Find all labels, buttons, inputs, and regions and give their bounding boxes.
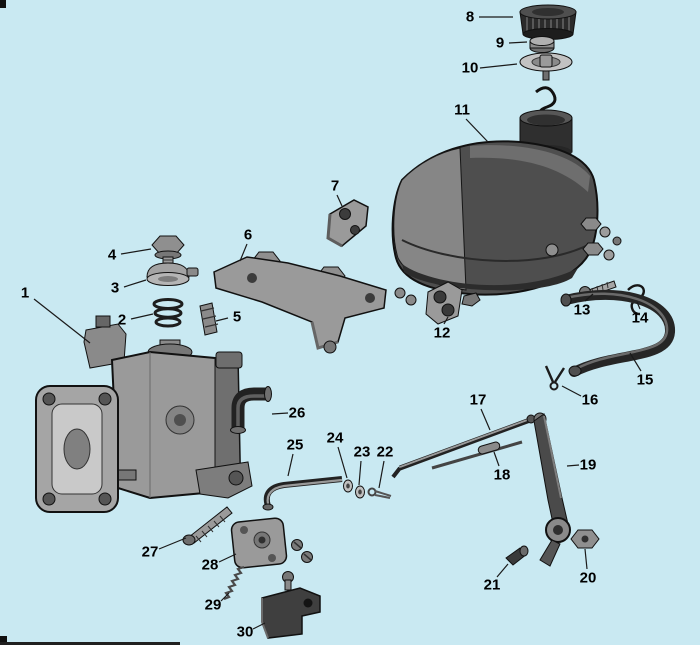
fuel-hose-drawing [560,289,675,377]
leader-lines-group [33,16,642,630]
leader-line-24 [337,446,348,479]
leader-line-19 [566,464,580,467]
lower-bracket-drawing [261,571,321,639]
screw-drawing-27 [182,506,233,546]
bracket-plate-drawing [213,251,387,354]
leader-line-16 [561,385,582,397]
lever-arm-drawing [533,412,571,567]
o-rings-drawing [152,298,184,328]
leader-line-28 [218,553,237,563]
leader-line-9 [508,41,528,44]
spring-drawing [223,565,245,601]
leader-line-27 [158,537,187,550]
upper-bracket-drawing [326,199,369,248]
fuel-cap-drawing [519,4,577,40]
leader-line-29 [220,592,230,602]
washer-drawing-23 [355,485,365,499]
nut-drawing [570,529,600,549]
leader-line-5 [215,317,229,322]
fuel-tank-drawing [391,86,599,296]
leader-line-7 [336,194,343,207]
pump-cover-drawing [146,262,199,286]
leader-line-22 [378,460,385,489]
leader-line-30 [252,622,266,630]
clamp-bracket-drawing [394,281,481,325]
leader-line-10 [479,63,518,69]
leader-line-14 [636,301,641,310]
tank-hardware-drawing [580,217,622,261]
leader-line-25 [287,453,294,477]
leader-line-12 [443,316,449,325]
pin-drawing [505,545,529,566]
washer-drawing-24 [343,479,353,493]
cap-gasket-drawing [519,52,573,81]
leader-line-1 [33,298,91,344]
hose-clip-drawing [544,365,566,391]
scan-artifacts [0,0,180,645]
elbow-hose-drawing [230,386,272,434]
link-rod-drawing [391,414,536,479]
spring-pin-drawing [199,302,219,336]
carburetor-drawing [35,315,253,513]
leader-line-23 [358,460,362,486]
leader-line-4 [120,248,152,255]
leader-line-2 [130,313,154,320]
cap-seal-drawing [529,36,555,53]
leader-line-17 [480,408,491,431]
leader-line-26 [271,412,289,415]
mount-plate-drawing [230,517,313,569]
leader-line-3 [123,279,147,288]
bent-rod-drawing [262,476,343,511]
leader-line-18 [493,451,500,467]
leader-line-6 [239,243,248,262]
leader-line-21 [496,563,509,578]
leader-line-11 [465,118,489,143]
leader-line-15 [629,352,642,372]
cotter-pin-drawing [367,487,392,499]
leader-line-20 [584,548,588,570]
leader-line-13 [584,293,594,302]
